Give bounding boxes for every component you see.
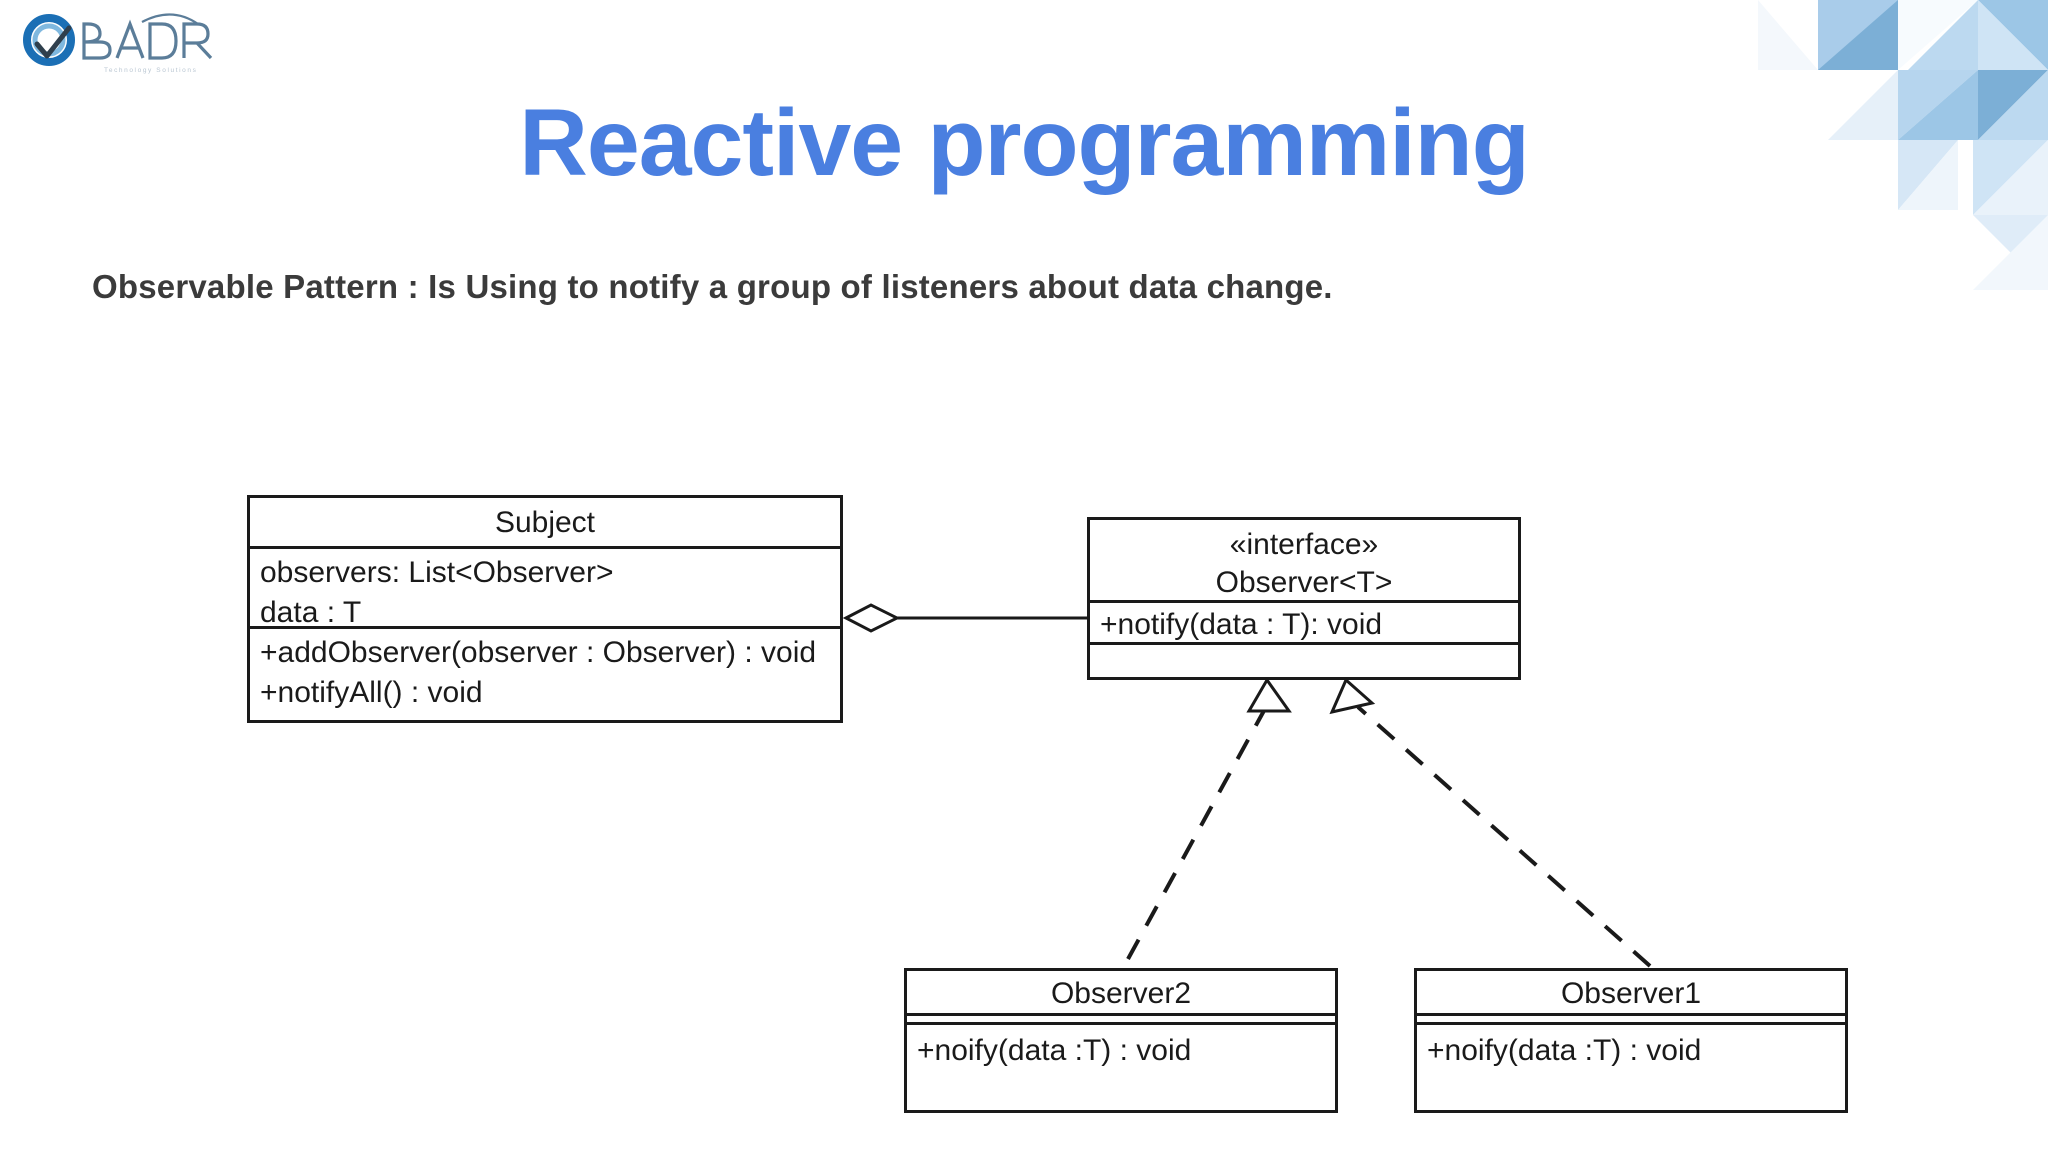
uml-class-observer2[interactable]: Observer2 +noify(data :T) : void: [904, 968, 1338, 1113]
stereotype-label: «interface»: [1229, 528, 1379, 561]
operation-row: +noify(data :T) : void: [1427, 1034, 1702, 1067]
uml-class-subject[interactable]: Subject observers: List<Observer> data :…: [247, 495, 843, 723]
class-attributes-compartment: [1417, 1013, 1845, 1022]
interface-title-compartment: «interface» Observer<T>: [1090, 520, 1518, 600]
attribute-row: data : T: [260, 595, 362, 629]
class-name-subject: Subject: [494, 506, 596, 539]
class-name-observer1: Observer1: [1560, 977, 1702, 1010]
page-title: Reactive programming: [519, 90, 1529, 196]
logo-tagline: Technology Solutions: [104, 67, 197, 74]
interface-empty-compartment: [1090, 642, 1518, 683]
class-title-compartment: Observer1: [1417, 971, 1845, 1013]
circle-check-icon: [23, 14, 75, 66]
subtitle-text: Observable Pattern : Is Using to notify …: [92, 268, 1333, 305]
attribute-row: observers: List<Observer>: [260, 556, 614, 589]
class-operations-compartment: +noify(data :T) : void: [1417, 1022, 1845, 1110]
badr-wordmark: [82, 13, 213, 60]
interface-operations-compartment: +notify(data : T): void: [1090, 600, 1518, 642]
realization-connector-observer2: [1126, 677, 1292, 960]
realization-connector-observer1: [1329, 677, 1652, 968]
uml-class-observer1[interactable]: Observer1 +noify(data :T) : void: [1414, 968, 1848, 1113]
operation-row: +notifyAll() : void: [260, 675, 483, 709]
class-attributes-compartment: observers: List<Observer> data : T: [250, 546, 840, 629]
class-operations-compartment: +addObserver(observer : Observer) : void…: [250, 626, 840, 726]
class-title-compartment: Subject: [250, 498, 840, 546]
aggregation-connector-subject-observer: [842, 603, 1087, 633]
class-name-observer-interface: Observer<T>: [1215, 565, 1393, 599]
class-operations-compartment: +noify(data :T) : void: [907, 1022, 1335, 1110]
class-title-compartment: Observer2: [907, 971, 1335, 1013]
operation-row: +addObserver(observer : Observer) : void: [260, 636, 817, 669]
class-name-observer2: Observer2: [1050, 977, 1192, 1010]
uml-interface-observer[interactable]: «interface» Observer<T> +notify(data : T…: [1087, 517, 1521, 680]
operation-row: +noify(data :T) : void: [917, 1034, 1192, 1067]
badr-logo: Technology Solutions: [22, 10, 222, 82]
operation-row: +notify(data : T): void: [1100, 608, 1383, 641]
class-attributes-compartment: [907, 1013, 1335, 1022]
